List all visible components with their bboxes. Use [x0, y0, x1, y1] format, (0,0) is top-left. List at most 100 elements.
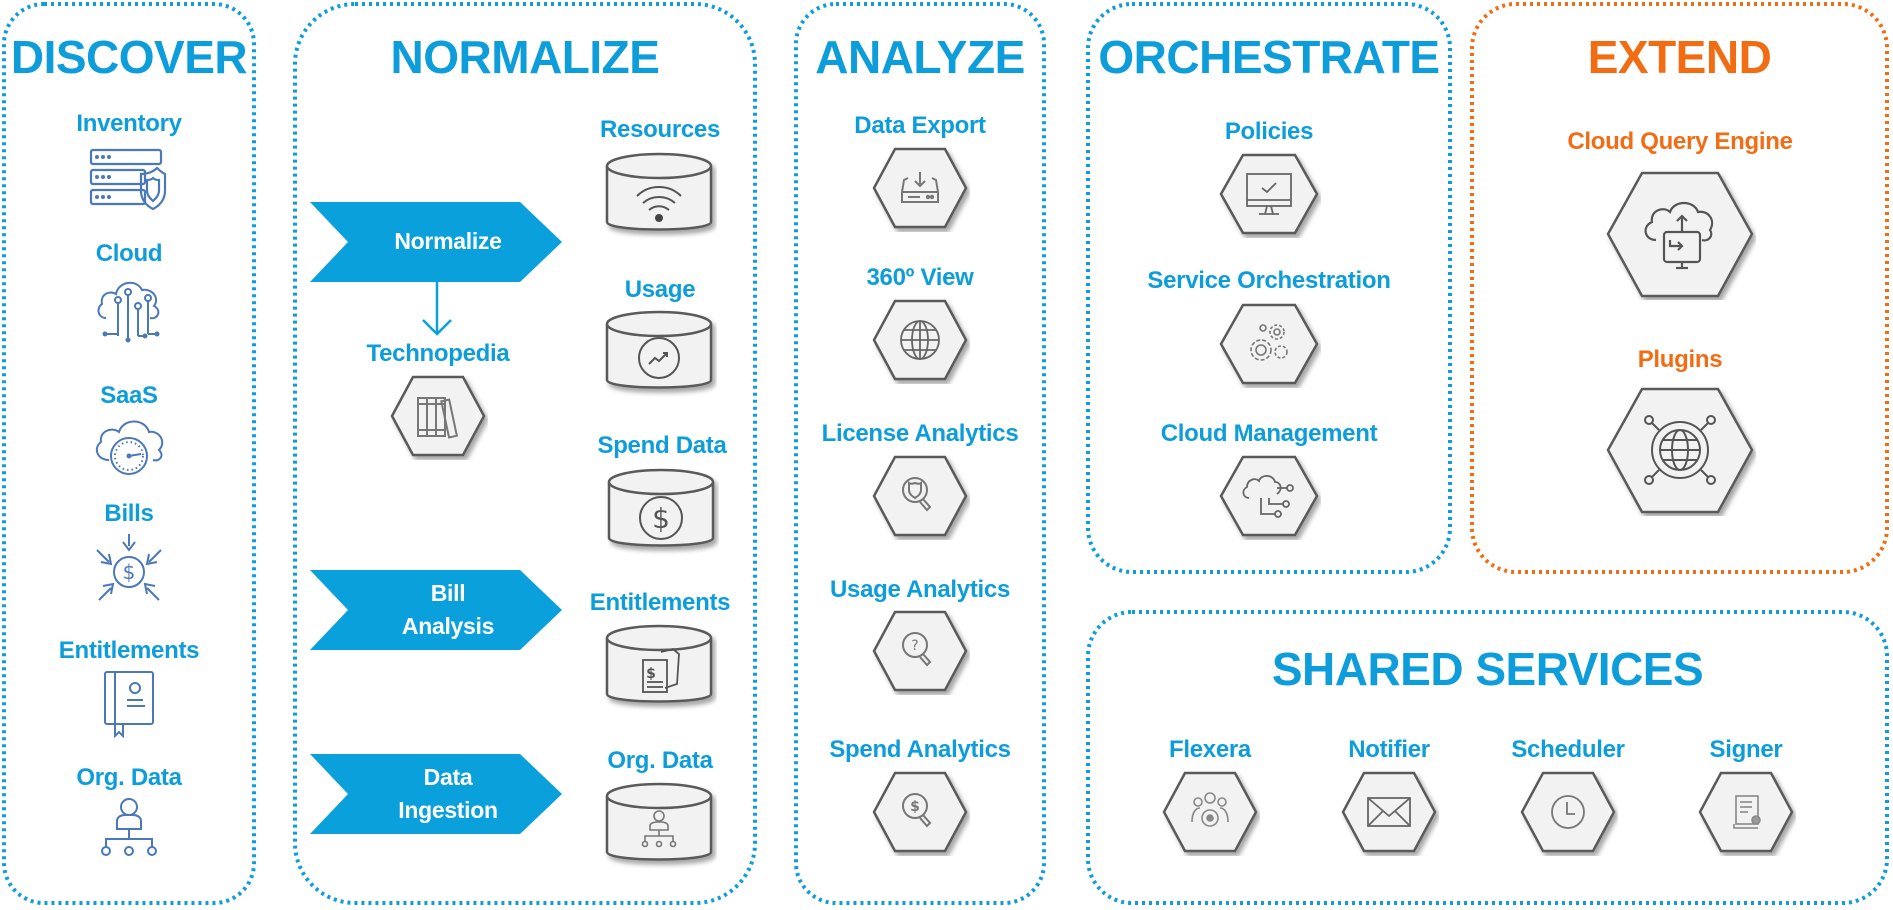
- data-ingestion-line-1: Data: [423, 764, 473, 790]
- flexera-hexagon[interactable]: [1160, 770, 1260, 856]
- certificate-book-icon: [104, 671, 154, 738]
- store-org-data-cylinder[interactable]: [603, 780, 717, 870]
- normalize-title: NORMALIZE: [390, 31, 660, 83]
- envelope-icon: [1367, 797, 1411, 827]
- extend-title: EXTEND: [1587, 31, 1772, 83]
- scheduler-hexagon[interactable]: [1518, 770, 1618, 856]
- gears-icon: [1250, 324, 1288, 361]
- data-ingestion-process-chevron: [310, 754, 562, 834]
- trend-chart-icon: [638, 337, 680, 379]
- discover-item-inventory-label: Inventory: [76, 110, 182, 137]
- usage-analytics-label: Usage Analytics: [829, 576, 1011, 603]
- spend-analytics-hexagon[interactable]: $: [870, 770, 970, 856]
- bill-analysis-line-1: Bill: [430, 580, 466, 606]
- data-ingestion-process-label: Data Ingestion: [348, 761, 548, 827]
- shared-services-panel-border: [1086, 610, 1889, 905]
- policies-label: Policies: [1224, 118, 1314, 145]
- discover-item-org-data-label: Org. Data: [76, 764, 182, 791]
- orchestrate-panel: ORCHESTRATE Policies Service Orchestrati…: [1086, 2, 1452, 574]
- plugins-label: Plugins: [1637, 346, 1723, 373]
- orchestrate-panel-border: [1086, 2, 1452, 574]
- org-chart-icon: [641, 810, 677, 848]
- store-usage-cylinder[interactable]: [603, 308, 717, 398]
- cloud-query-engine-label: Cloud Query Engine: [1567, 128, 1793, 155]
- discover-panel-border: [2, 2, 256, 905]
- globe-icon: [900, 320, 940, 360]
- notifier-hexagon[interactable]: [1339, 770, 1439, 856]
- normalize-process-label: Normalize: [394, 228, 502, 254]
- invoice-documents-icon: [642, 648, 680, 693]
- cloud-management-label: Cloud Management: [1160, 420, 1378, 447]
- discover-item-cloud-label: Cloud: [95, 240, 163, 267]
- discover-panel: DISCOVER Inventory Cloud SaaS Bills: [2, 2, 256, 905]
- signed-document-icon: [1733, 795, 1761, 829]
- store-resources-cylinder[interactable]: [603, 150, 717, 240]
- cloud-circuit-icon: [97, 281, 160, 343]
- shield-search-icon: [902, 477, 932, 512]
- data-export-hexagon[interactable]: [870, 146, 970, 232]
- normalize-process-chevron: [310, 202, 562, 282]
- data-export-label: Data Export: [854, 112, 986, 139]
- service-orchestration-label: Service Orchestration: [1147, 267, 1391, 294]
- svg-text:$: $: [646, 666, 656, 682]
- bill-analysis-process-chevron: [310, 570, 562, 650]
- discover-item-saas-label: SaaS: [100, 382, 158, 409]
- normalize-panel-border: [293, 2, 757, 905]
- technopedia-label: Technopedia: [366, 340, 510, 367]
- wifi-icon: [636, 186, 682, 211]
- flexera-label: Flexera: [1169, 736, 1251, 763]
- svg-text:?: ?: [911, 638, 918, 654]
- cloud-sync-monitor-icon: [1644, 201, 1714, 270]
- policies-hexagon[interactable]: [1217, 152, 1321, 238]
- dollar-icon: $: [639, 496, 683, 540]
- monitor-check-icon: [1246, 173, 1292, 215]
- svg-text:$: $: [652, 502, 670, 535]
- store-org-data-label: Org. Data: [607, 747, 713, 774]
- arrow-down-icon: [422, 282, 452, 336]
- globe-nodes-icon: [1644, 415, 1716, 485]
- discover-title: DISCOVER: [10, 31, 248, 83]
- clock-icon: [1551, 795, 1585, 829]
- extend-panel-border: [1470, 2, 1889, 574]
- license-analytics-hexagon[interactable]: [870, 454, 970, 540]
- signer-label: Signer: [1709, 736, 1783, 763]
- store-usage-label: Usage: [624, 276, 696, 303]
- analyze-panel: ANALYZE Data Export 360º View License An…: [794, 2, 1046, 905]
- shared-services-panel: SHARED SERVICES Flexera Notifier Schedul…: [1086, 610, 1889, 905]
- usage-analytics-hexagon[interactable]: ?: [870, 609, 970, 695]
- bill-analysis-line-2: Analysis: [401, 613, 495, 639]
- drive-download-icon: [901, 172, 939, 203]
- store-spend-data-cylinder[interactable]: $: [605, 466, 719, 556]
- analyze-panel-border: [794, 2, 1046, 905]
- signer-hexagon[interactable]: [1696, 770, 1796, 856]
- svg-text:$: $: [910, 799, 920, 815]
- svg-text:$: $: [123, 560, 136, 584]
- cloud-network-icon: [1242, 474, 1294, 518]
- notifier-label: Notifier: [1348, 736, 1430, 763]
- orchestrate-title: ORCHESTRATE: [1098, 31, 1440, 83]
- shared-services-title: SHARED SERVICES: [1271, 643, 1704, 695]
- normalize-panel: NORMALIZE Normalize Technopedia Bill Ana…: [293, 2, 757, 905]
- user-group-icon: [1191, 792, 1229, 827]
- dollar-search-icon: [902, 793, 932, 828]
- spend-analytics-label: Spend Analytics: [829, 736, 1011, 763]
- plugins-hexagon[interactable]: [1604, 386, 1756, 516]
- 360-view-hexagon[interactable]: [870, 298, 970, 384]
- discover-item-bills-label: Bills: [104, 500, 154, 527]
- cloud-query-engine-hexagon[interactable]: [1604, 170, 1756, 300]
- technopedia-hexagon[interactable]: [388, 374, 488, 460]
- scheduler-label: Scheduler: [1511, 736, 1625, 763]
- store-entitlements-label: Entitlements: [589, 589, 731, 616]
- cloud-management-hexagon[interactable]: [1217, 454, 1321, 540]
- server-shield-icon: [89, 148, 167, 211]
- discover-item-entitlements-label: Entitlements: [58, 637, 200, 664]
- books-icon: [417, 397, 459, 439]
- store-resources-label: Resources: [599, 116, 721, 143]
- org-chart-icon: [101, 798, 157, 856]
- store-spend-data-label: Spend Data: [597, 432, 727, 459]
- service-orchestration-hexagon[interactable]: [1217, 302, 1321, 388]
- analyze-title: ANALYZE: [815, 31, 1025, 83]
- license-analytics-label: License Analytics: [821, 420, 1019, 447]
- store-entitlements-cylinder[interactable]: $: [603, 622, 717, 712]
- extend-panel: EXTEND Cloud Query Engine Plugins: [1470, 2, 1889, 574]
